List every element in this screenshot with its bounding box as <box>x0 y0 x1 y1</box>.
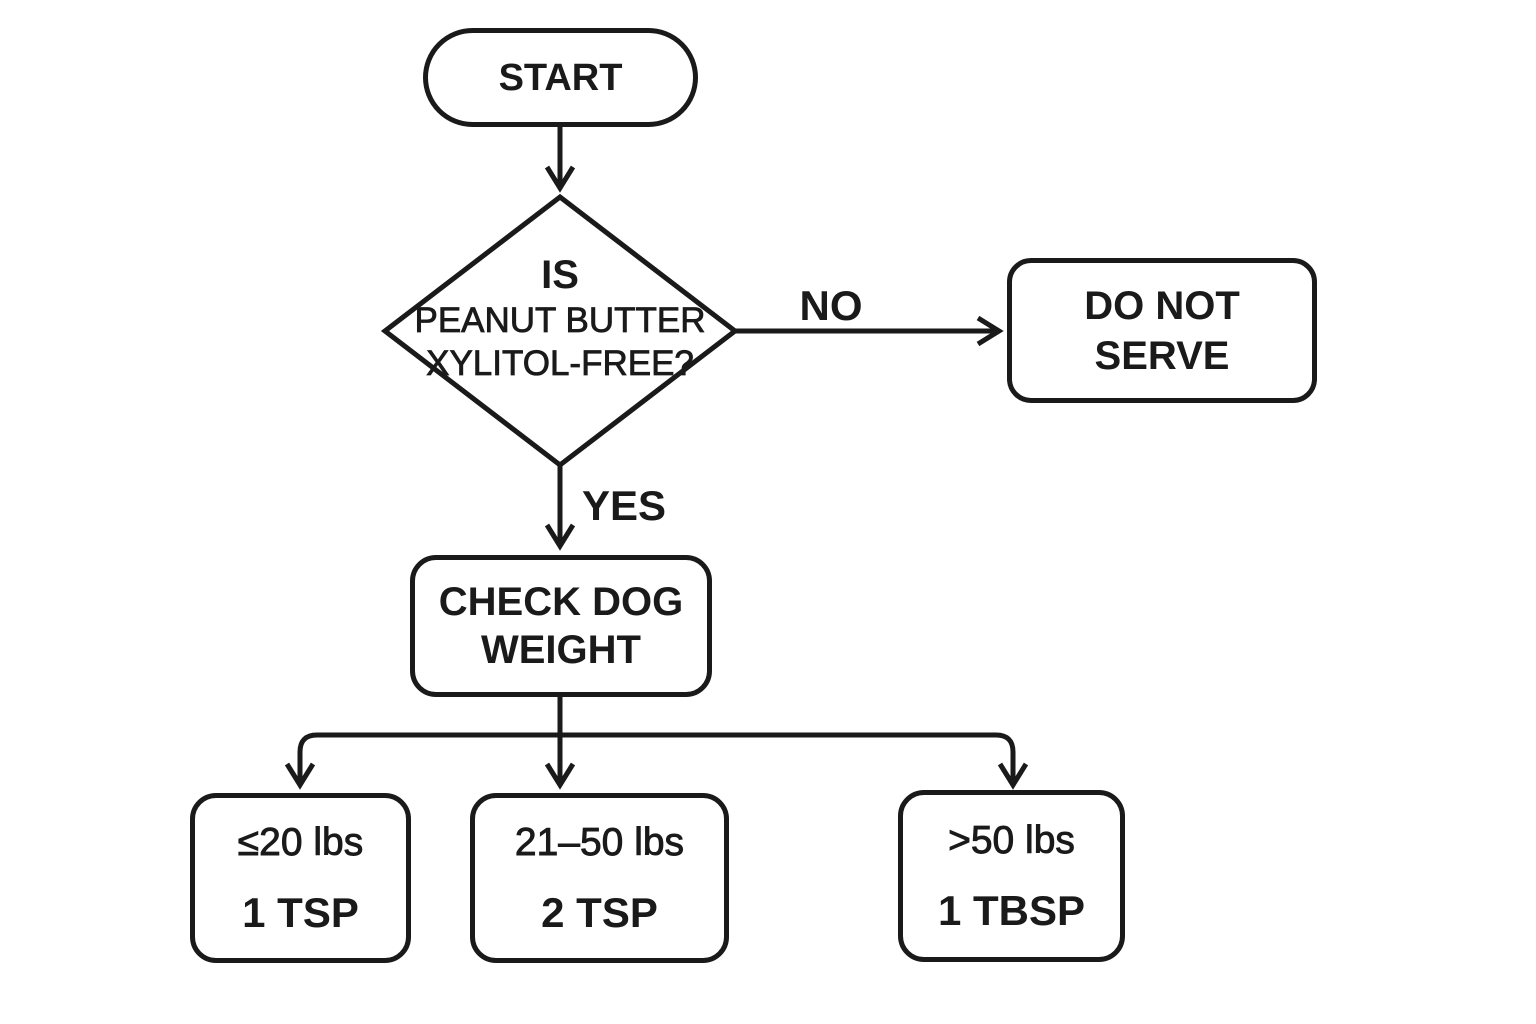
weight-small-dose: 1 TSP <box>242 888 359 936</box>
decision-line-2: PEANUT BUTTER <box>414 301 706 341</box>
weight-large-dose: 1 TBSP <box>937 886 1086 934</box>
weight-small-node: ≤20 lbs 1 TSP <box>190 793 411 963</box>
decision-line-1: IS <box>541 253 579 297</box>
branch-to-small-and-large <box>300 732 1013 785</box>
check-weight-line-2: WEIGHT <box>481 628 641 672</box>
weight-medium-node: 21–50 lbs 2 TSP <box>470 793 729 963</box>
weight-small-range: ≤20 lbs <box>237 820 364 864</box>
weight-large-node: >50 lbs 1 TBSP <box>898 790 1125 962</box>
do-not-serve-line-1: DO NOT <box>1084 283 1240 328</box>
weight-medium-range: 21–50 lbs <box>514 820 685 864</box>
yes-branch-label: YES <box>582 482 667 529</box>
decision-line-3: XYLITOL-FREE? <box>426 344 695 384</box>
do-not-serve-line-2: SERVE <box>1094 333 1230 378</box>
check-weight-node: CHECK DOG WEIGHT <box>410 555 712 697</box>
weight-large-range: >50 lbs <box>948 818 1076 862</box>
start-node: START <box>423 28 698 127</box>
do-not-serve-node: DO NOT SERVE <box>1007 258 1317 403</box>
decision-node: IS PEANUT BUTTER XYLITOL-FREE? <box>360 251 760 385</box>
no-branch-label: NO <box>799 282 863 329</box>
start-label: START <box>498 56 623 99</box>
weight-medium-dose: 2 TSP <box>541 888 658 936</box>
check-weight-line-1: CHECK DOG <box>438 580 684 624</box>
